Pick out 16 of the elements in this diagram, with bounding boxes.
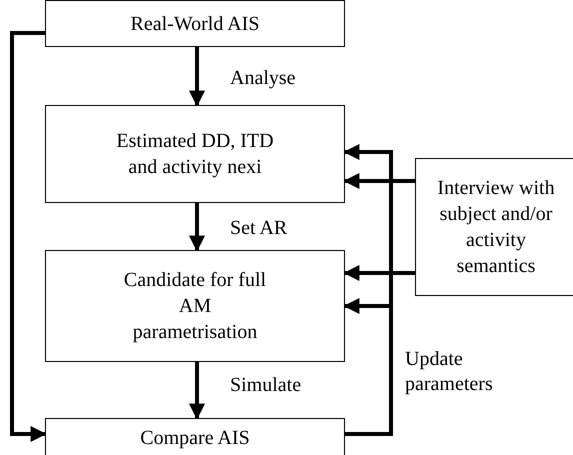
arrow [189,203,205,252]
arrow [343,173,415,189]
arrow [343,265,415,281]
process-box [45,105,345,203]
arrow [189,362,205,420]
box-label: Interview with subject and/or activity semantics [436,176,556,279]
arrow [10,31,47,442]
process-box [45,418,345,455]
box-label: Real-World AIS [130,12,260,36]
box-label: Estimated DD, ITD and activity nexi [115,129,275,180]
box-label: Candidate for full AM parametrisation [122,268,268,345]
arrow [189,47,205,107]
process-box [45,250,345,362]
process-box [415,158,573,296]
box-label: Compare AIS [140,426,250,451]
process-box [45,0,345,47]
